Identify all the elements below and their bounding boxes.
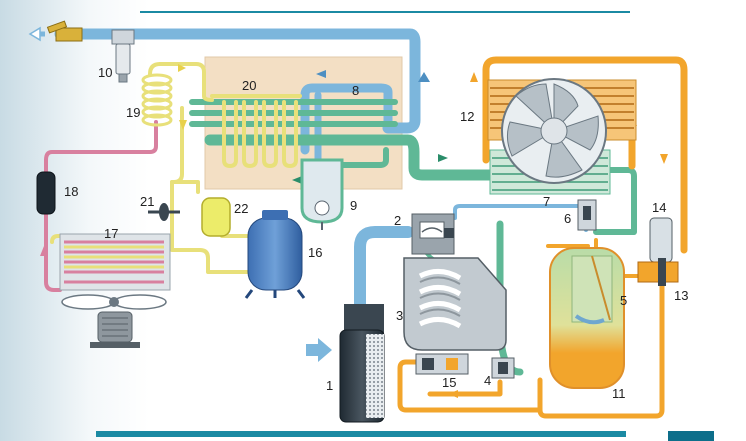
component-labels: 1 2 3 4 5 6 7 8 9 10 11 12 13 14 15 16 1… (64, 65, 688, 401)
label-14: 14 (652, 200, 666, 215)
compressed-air-lines (54, 28, 588, 366)
component-5-separator-tank (549, 247, 625, 389)
label-15: 15 (442, 375, 456, 390)
airflow-arrow-icon (178, 64, 186, 72)
component-21-valve (148, 203, 180, 221)
airflow-arrow-icon (448, 390, 458, 398)
label-6: 6 (564, 211, 571, 226)
label-19: 19 (126, 105, 140, 120)
label-13: 13 (674, 288, 688, 303)
component-19-coil (141, 73, 173, 127)
label-17: 17 (104, 226, 118, 241)
motor-icon (90, 311, 140, 348)
label-3: 3 (396, 308, 403, 323)
flow-arrow-icon (470, 72, 478, 82)
airflow-arrow-icon (40, 246, 48, 256)
component-9-separator (300, 158, 344, 230)
airflow-arrow-icon (316, 70, 326, 78)
bottom-bar-right (668, 431, 714, 441)
component-6-valve (577, 199, 597, 231)
component-22-accumulator (201, 197, 231, 237)
outlet-valve (28, 20, 83, 42)
label-5: 5 (620, 293, 627, 308)
label-16: 16 (308, 245, 322, 260)
label-20: 20 (242, 78, 256, 93)
label-7: 7 (543, 194, 550, 209)
label-18: 18 (64, 184, 78, 199)
component-16-receiver (244, 210, 306, 299)
component-10-filter (111, 29, 135, 83)
component-17-condenser (59, 233, 171, 291)
label-12: 12 (460, 109, 474, 124)
air-inlet-arrow-icon (306, 338, 332, 362)
label-9: 9 (350, 198, 357, 213)
component-3-screw-element (403, 257, 507, 351)
label-22: 22 (234, 201, 248, 216)
component-18-drier (36, 171, 56, 215)
label-1: 1 (326, 378, 333, 393)
label-2: 2 (394, 213, 401, 228)
label-4: 4 (484, 373, 491, 388)
airflow-arrow-icon (179, 120, 187, 130)
component-1-intake-filter (306, 304, 385, 423)
flow-arrow-icon (292, 176, 302, 184)
flow-arrow-icon (438, 154, 448, 162)
bottom-bar (96, 431, 626, 437)
fan-icon (501, 78, 607, 184)
air-outlet-arrow-icon (28, 26, 41, 42)
label-21: 21 (140, 194, 154, 209)
airflow-arrow-icon (418, 72, 430, 82)
label-8: 8 (352, 83, 359, 98)
component-2-inlet-valve (411, 213, 455, 255)
component-15-oil-filter (415, 353, 469, 375)
component-20-heat-exchanger (189, 94, 398, 169)
label-11: 11 (612, 386, 626, 401)
component-14-13-thermostatic-valve (637, 217, 679, 286)
refrigerant-lines (44, 62, 254, 292)
fan-icon (61, 294, 167, 310)
flow-arrow-icon (660, 154, 668, 164)
component-4-valve (491, 357, 515, 379)
label-10: 10 (98, 65, 112, 80)
